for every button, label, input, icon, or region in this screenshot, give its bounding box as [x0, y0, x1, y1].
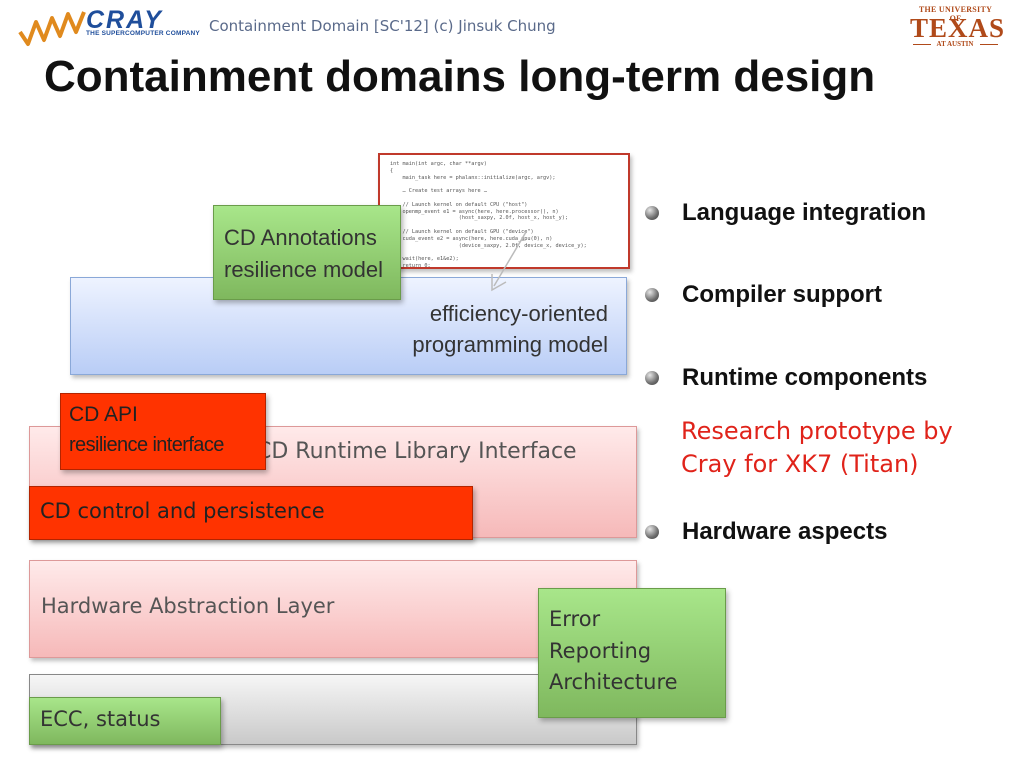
bullet-dot-icon	[645, 288, 659, 302]
ut-logo-rule-left	[913, 44, 931, 45]
cd-control-box: CD control and persistence	[29, 486, 473, 540]
cray-tagline: THE SUPERCOMPUTER COMPANY	[86, 30, 200, 37]
header-credit: Containment Domain [SC'12] (c) Jinsuk Ch…	[209, 17, 556, 35]
cray-logo-mark	[18, 11, 86, 46]
error-reporting-box: Error Reporting Architecture	[538, 588, 726, 718]
hal-layer: Hardware Abstraction Layer	[29, 560, 637, 658]
research-note-line-1: Research prototype by	[681, 417, 953, 445]
bullet-dot-icon	[645, 525, 659, 539]
ut-logo-bottom: AT AUSTIN	[936, 40, 974, 48]
error-box-line-3: Architecture	[549, 670, 678, 694]
bullet-dot-icon	[645, 371, 659, 385]
hal-layer-label: Hardware Abstraction Layer	[41, 594, 335, 618]
ut-logo-rule-right	[980, 44, 998, 45]
ecc-status-box: ECC, status	[29, 697, 221, 745]
cd-control-label: CD control and persistence	[40, 499, 325, 523]
error-box-line-2: Reporting	[549, 639, 652, 663]
efficiency-layer-line-1: efficiency-oriented	[429, 301, 608, 326]
bullet-text: Runtime components	[682, 364, 928, 391]
cd-annotations-line-1: CD Annotations	[224, 225, 377, 250]
research-note-line-2: Cray for XK7 (Titan)	[681, 450, 919, 478]
ut-logo-main: TEXAS	[910, 13, 1006, 43]
error-box-line-1: Error	[549, 607, 601, 631]
research-note: Research prototype by Cray for XK7 (Tita…	[681, 415, 953, 481]
cray-logo-text: CRAY	[86, 6, 163, 34]
cd-api-line-2: resilience interface	[69, 434, 224, 456]
bullet-dot-icon	[645, 206, 659, 220]
slide-title: Containment domains long-term design	[44, 52, 876, 101]
code-snippet-text: int main(int argc, char **argv) { main_t…	[390, 161, 587, 269]
bullet-text: Hardware aspects	[682, 518, 888, 545]
efficiency-layer-line-2: programming model	[412, 332, 608, 357]
cd-api-box: CD API resilience interface	[60, 393, 266, 470]
cd-api-line-1: CD API	[69, 403, 138, 426]
ecc-status-label: ECC, status	[40, 707, 161, 731]
cd-annotations-box: CD Annotations resilience model	[213, 205, 401, 300]
bullet-text: Compiler support	[682, 281, 883, 308]
runtime-layer-label: CD Runtime Library Interface	[256, 439, 577, 464]
code-arrow	[491, 231, 527, 292]
code-snippet: int main(int argc, char **argv) { main_t…	[378, 153, 630, 269]
cd-annotations-line-2: resilience model	[224, 257, 383, 282]
bullet-text: Language integration	[682, 199, 927, 226]
ut-logo-top: THE UNIVERSITY OF	[918, 5, 993, 23]
efficiency-layer-label: efficiency-oriented programming model	[412, 298, 608, 360]
